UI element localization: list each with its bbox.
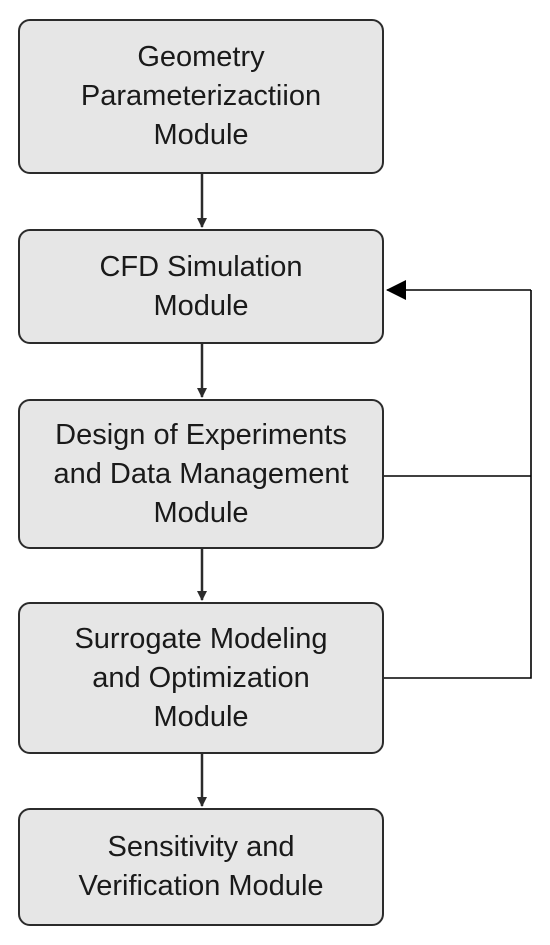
box-label-line: CFD Simulation [99, 250, 303, 283]
box-label-line: and Data Management [53, 457, 349, 490]
cfd-simulation-module-box: CFD Simulation Module [18, 229, 384, 344]
box-label-line: Module [153, 119, 249, 151]
box-label-line: Surrogate Modeling [74, 622, 328, 655]
box-label-line: and Optimization [92, 661, 310, 694]
design-of-experiments-module-box: Design of Experiments and Data Managemen… [18, 399, 384, 549]
feedback-line-from-surrogate [384, 290, 532, 679]
sensitivity-verification-module-box: Sensitivity and Verification Module [18, 808, 384, 926]
box-label-line: Sensitivity and [107, 831, 295, 863]
box-label-line: Parameterizactiion [80, 80, 322, 112]
box-label-line: Verification Module [78, 870, 324, 902]
box-label-line: Module [153, 700, 249, 733]
box-label-line: Module [153, 496, 249, 529]
box-label-line: Module [153, 289, 249, 322]
geometry-parameterization-module-box: Geometry Parameterizactiion Module [18, 19, 384, 174]
surrogate-modeling-module-box: Surrogate Modeling and Optimization Modu… [18, 602, 384, 754]
box-label-line: Design of Experiments [55, 418, 347, 451]
box-label-line: Geometry [137, 41, 265, 73]
